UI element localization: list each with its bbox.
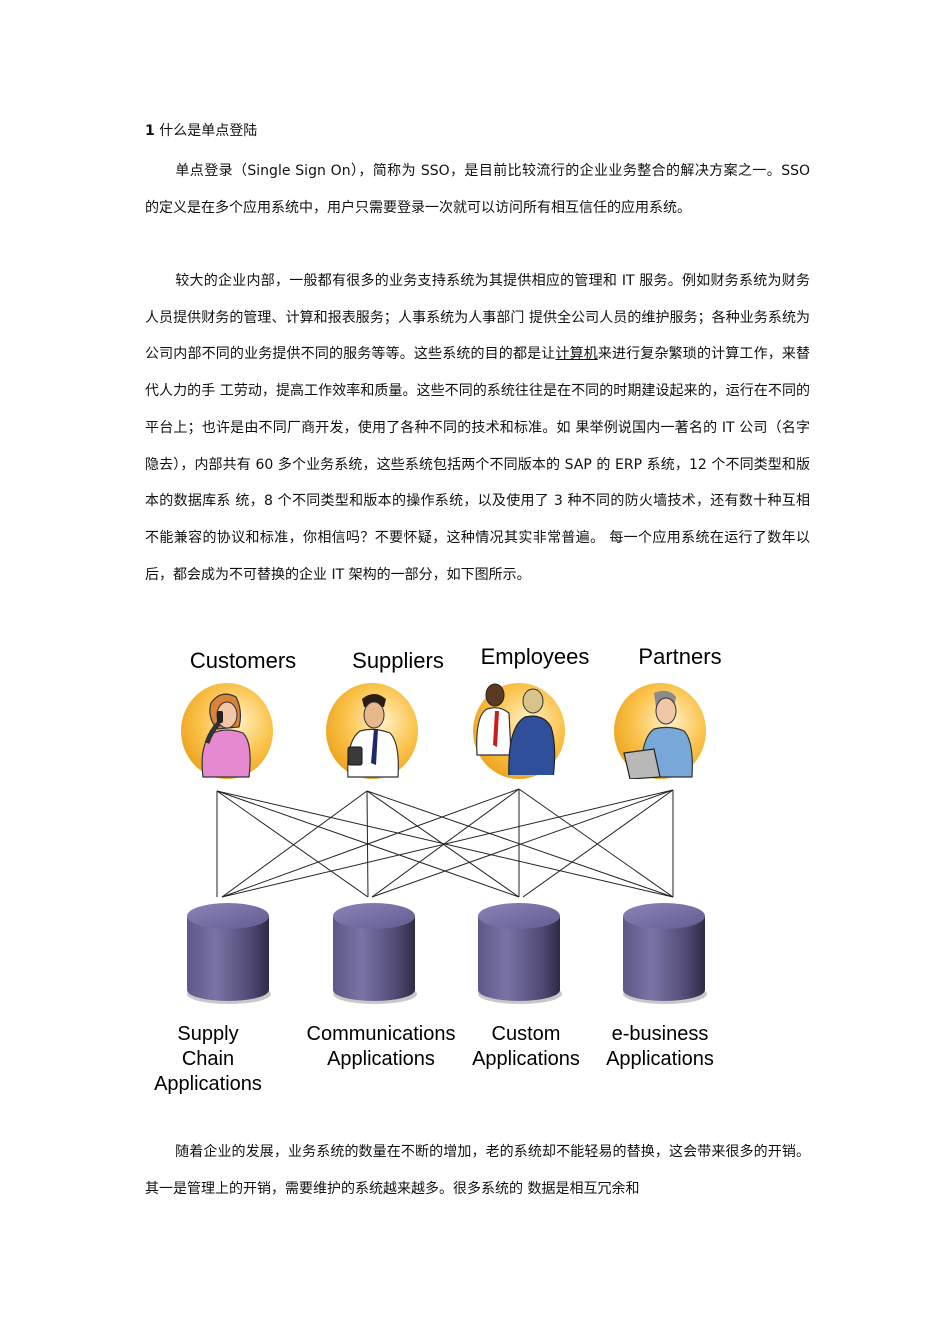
handshake-icon	[473, 683, 565, 779]
text: 8	[264, 493, 273, 510]
text: 3	[553, 493, 563, 510]
app-label-custom: Custom Applications	[472, 1022, 580, 1072]
text: 个不同类型和版本的操作系统，以及使用了	[272, 493, 554, 510]
text: Single Sign On	[247, 163, 351, 179]
woman-on-phone-icon	[181, 683, 273, 779]
group-label-partners: Partners	[638, 644, 722, 669]
label-line: Custom	[491, 1023, 561, 1045]
label-line: Applications	[327, 1048, 435, 1070]
text: IT	[621, 273, 635, 289]
label-line: Supply	[177, 1023, 239, 1045]
text: 服务。例如财务系统为财务人员提供财务的管理、计算和报表服务；人事系统为人事部门 …	[145, 273, 811, 363]
text: ，是目前比较流行的企业业务整合的解决方案之一。	[449, 163, 782, 179]
text: SSO	[420, 163, 450, 179]
text: SAP	[564, 456, 592, 473]
text: 公司（名字隐去），内部共有	[145, 419, 810, 473]
label-line: Chain	[181, 1048, 235, 1070]
text: IT	[331, 566, 345, 583]
text: 多个业务系统，这些系统包括两个不同版本的	[273, 456, 565, 473]
text: 的	[591, 456, 616, 473]
text: 较大的企业内部，一般都有很多的业务支持系统为其提供相应的管理和	[175, 273, 622, 289]
database-cylinder-icon	[187, 903, 271, 1004]
man-with-laptop-icon	[614, 683, 706, 779]
connection-lines	[216, 788, 674, 898]
text: 12	[688, 456, 707, 473]
database-cylinder-icon	[478, 903, 562, 1004]
text: 的定义是在多个应用系统中，用户只需要登录一次就可以访问所有相互信任的应用系统。	[145, 199, 691, 216]
label-line: e-business	[611, 1023, 709, 1045]
app-label-communications: Communications Applications	[307, 1022, 456, 1072]
group-label-customers: Customers	[189, 648, 297, 673]
section-heading: 1 什么是单点登陆	[145, 121, 257, 141]
database-cylinder-icon	[333, 903, 417, 1004]
text: 60	[255, 456, 274, 473]
group-label-suppliers: Suppliers	[352, 648, 444, 673]
group-label-employees: Employees	[480, 644, 590, 669]
label-line: Communications	[306, 1023, 456, 1045]
app-label-supply-chain: Supply Chain Applications	[154, 1022, 262, 1097]
paragraph-sso-definition: 单点登录（Single Sign On），简称为 SSO，是目前比较流行的企业业…	[145, 153, 810, 226]
paragraph-enterprise-systems: 较大的企业内部，一般都有很多的业务支持系统为其提供相应的管理和 IT 服务。例如…	[145, 263, 810, 593]
computer-link[interactable]: 计算机	[555, 346, 598, 363]
section-title: 什么是单点登陆	[159, 123, 258, 139]
section-number: 1	[145, 123, 155, 139]
text: 来进行复杂繁琐的计算工作，来替代人力的手 工劳动，提高工作效率和质量。这些不同的…	[145, 346, 811, 436]
sso-architecture-diagram: Customers Suppliers Employees	[140, 640, 740, 1110]
label-line: Applications	[606, 1048, 714, 1070]
text: 个不同类型和版本的数据库系 统，	[145, 456, 811, 510]
text: 种不同的防火墙技术，还有数十种互相不能兼容的协议和标准，你相信吗？不要怀疑，这种…	[145, 493, 811, 583]
label-line: Applications	[472, 1048, 580, 1070]
text: 单点登录（	[175, 163, 248, 179]
text: SSO	[781, 163, 811, 179]
text: 随着企业的发展，业务系统的数量在不断的增加，老的系统却不能轻易的替换，这会带来很…	[145, 1144, 810, 1197]
text: 架构的一部分，如下图所示。	[344, 566, 531, 583]
text: 系统，	[642, 456, 689, 473]
text: ERP	[615, 456, 643, 473]
app-label-e-business: e-business Applications	[606, 1022, 714, 1072]
man-with-notepad-icon	[326, 683, 418, 779]
label-line: Applications	[154, 1073, 262, 1095]
text: IT	[721, 419, 735, 436]
text: ），简称为	[350, 163, 421, 179]
database-cylinder-icon	[623, 903, 707, 1004]
paragraph-growth-costs: 随着企业的发展，业务系统的数量在不断的增加，老的系统却不能轻易的替换，这会带来很…	[145, 1134, 810, 1207]
